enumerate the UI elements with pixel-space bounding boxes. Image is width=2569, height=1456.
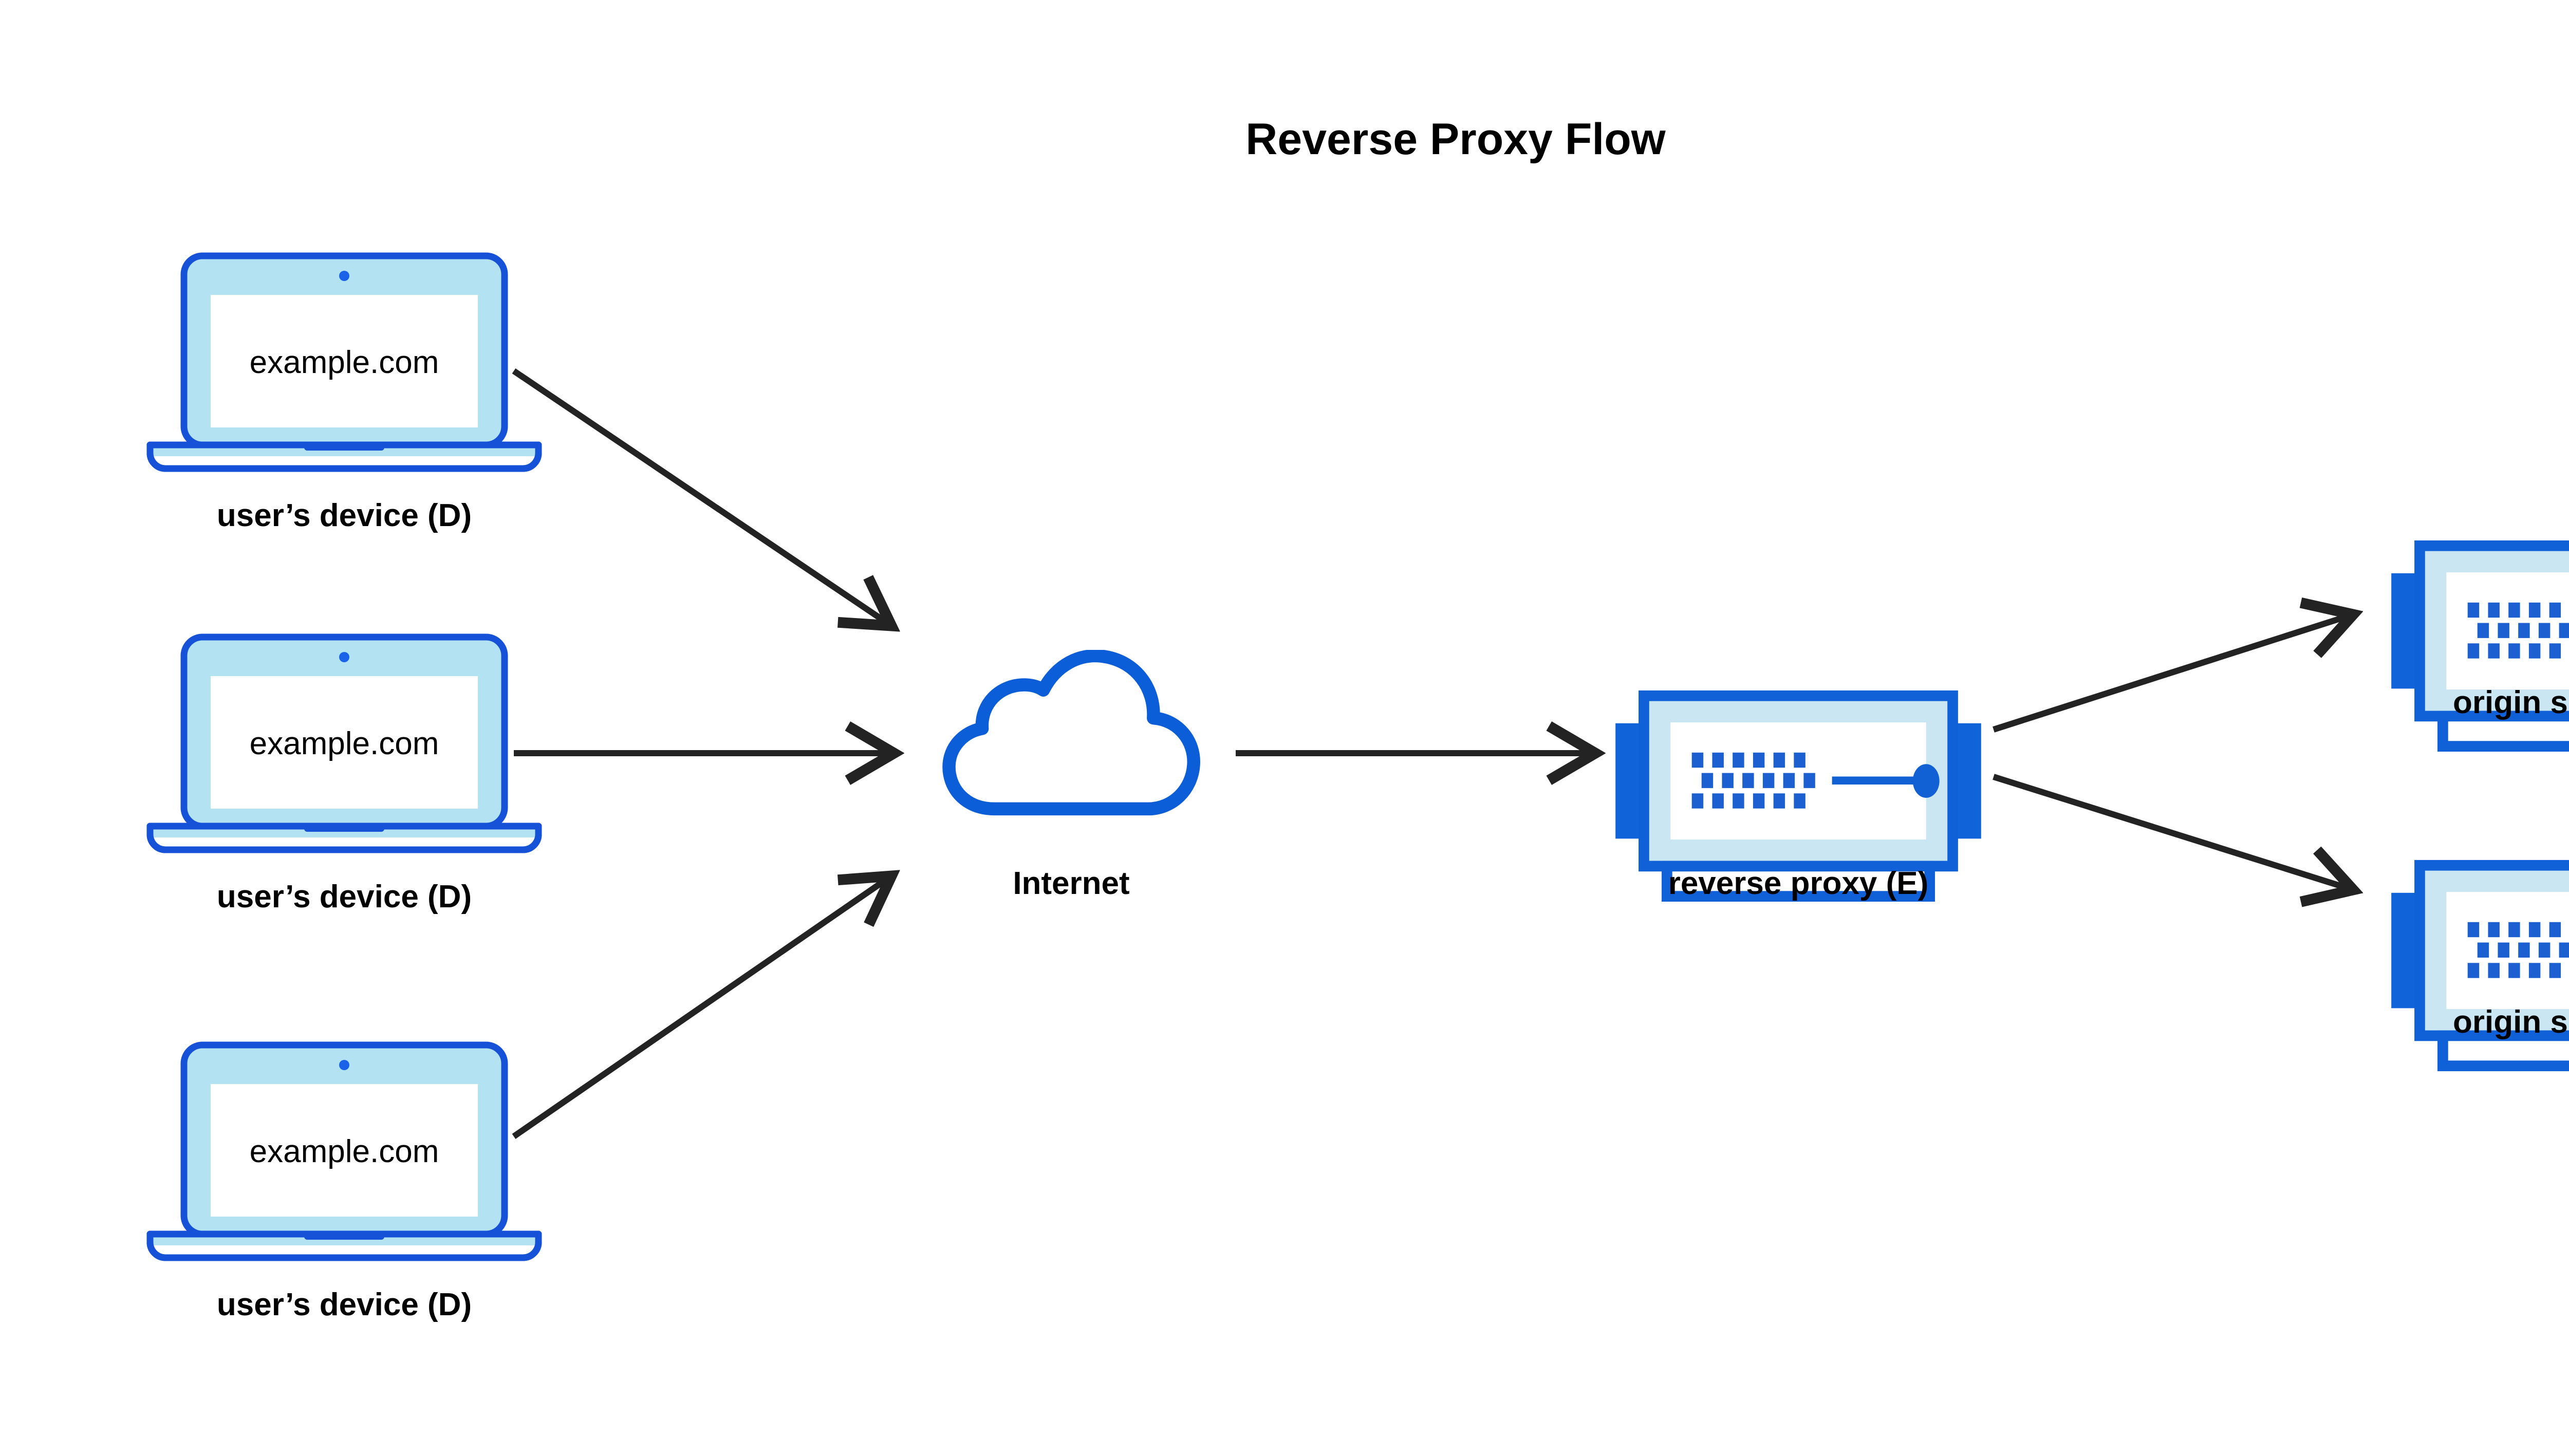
node-device-bottom[interactable]: example.com user’s device (D) [150,1045,538,1322]
edge-proxy-to-origin-top [1993,614,2353,733]
edge-proxy-to-origin-bottom [1993,774,2353,890]
edge-device-top-to-cloud [512,368,891,626]
cloud-icon [949,656,1194,809]
device-screen-text: example.com [250,1134,439,1169]
device-label: user’s device (D) [217,498,472,533]
cloud-label: Internet [1013,866,1129,901]
origin-label: origin server (F) [2453,1004,2569,1040]
edge-layer [512,368,2353,1139]
device-label: user’s device (D) [217,1287,472,1322]
device-screen-text: example.com [250,345,439,380]
node-device-top[interactable]: example.com user’s device (D) [150,256,538,533]
edge-device-bottom-to-cloud [512,876,891,1139]
node-origin-server-bottom[interactable]: origin server (F) [2391,865,2569,1066]
device-screen-text: example.com [250,726,439,761]
node-device-middle[interactable]: example.com user’s device (D) [150,637,538,914]
node-internet-cloud[interactable]: Internet [949,656,1194,901]
proxy-label: reverse proxy (E) [1668,866,1929,901]
device-label: user’s device (D) [217,879,472,914]
page-title: Reverse Proxy Flow [1245,115,1666,164]
node-reverse-proxy[interactable]: reverse proxy (E) [1615,696,1981,901]
node-origin-server-top[interactable]: origin server (F) [2391,546,2569,746]
origin-label: origin server (F) [2453,685,2569,720]
